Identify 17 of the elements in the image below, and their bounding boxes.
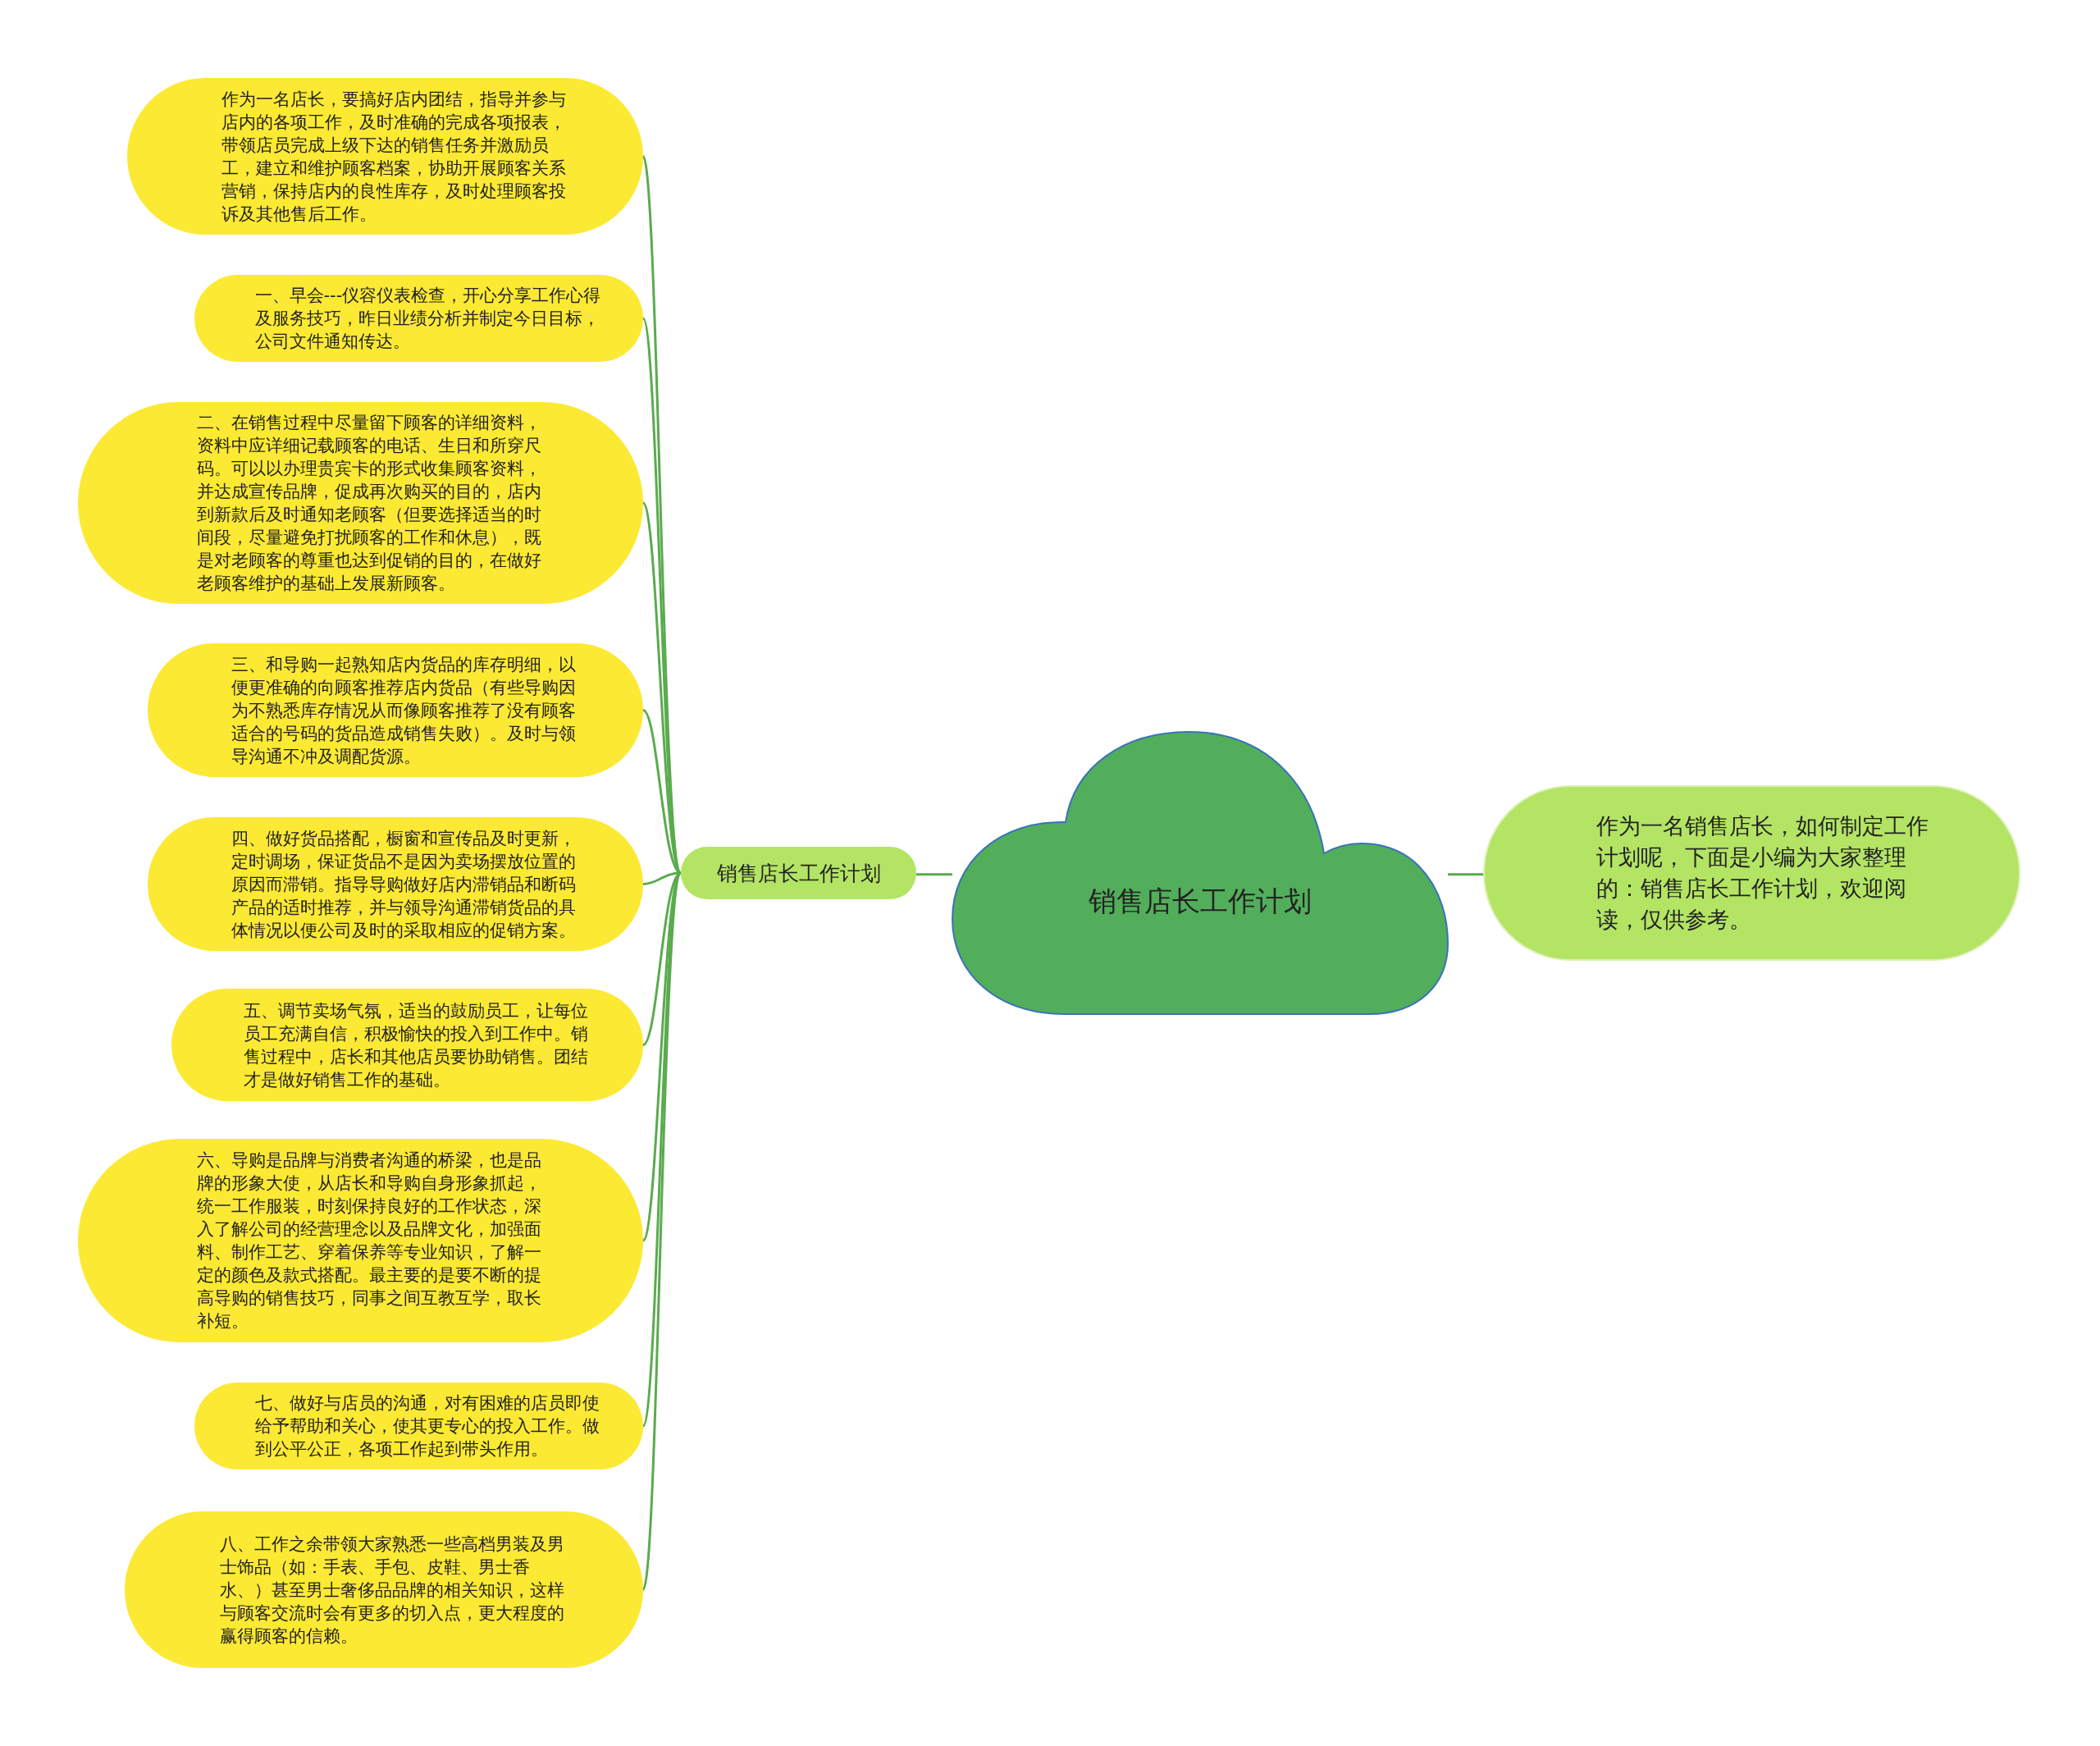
topic-text: 三、和导购一起熟知店内货品的库存明细，以便更准确的向顾客推荐店内货品（有些导购因为不熟悉库存情况从而像顾客推荐了没有顾客适合的号码的货品造成销售失败）。及时与领导沟通不冲及调配货源。 xyxy=(231,653,577,768)
topic-text: 二、在销售过程中尽量留下顾客的详细资料，资料中应详细记载顾客的电话、生日和所穿尺码。可以以办理贵宾卡的形式收集顾客资料，并达成宣传品牌，促成再次购买的目的，店内到新款后及时通知老顾客（但要选择适当的时间段，尽量避免打扰顾客的工作和休息），既是对老顾客的尊重也达到促销的目的，在做好老顾客维护的基础上发展新顾客。 xyxy=(196,412,542,595)
topic-text: 七、做好与店员的沟通，对有困难的店员即使给予帮助和关心，使其更专心的投入工作。做到公平公正，各项工作起到带头作用。 xyxy=(254,1392,600,1460)
topic-text: 五、调节卖场气氛，适当的鼓励员工，让每位员工充满自信，积极愉快的投入到工作中。销售过程中，店长和其他店员要协助销售。团结才是做好销售工作的基础。 xyxy=(243,999,589,1091)
topic-text: 作为一名销售店长，如何制定工作计划呢，下面是小编为大家整理的：销售店长工作计划，欢迎阅读，仅供参考。 xyxy=(1596,812,1929,934)
branch-node xyxy=(681,847,916,899)
topic-text: 四、做好货品搭配，橱窗和宣传品及时更新，定时调场，保证货品不是因为卖场摆放位置的原因而滞销。指导导购做好店内滞销品和断码产品的适时推荐，并与领导沟通滞销货品的具体情况以便公司及时的采取相应的促销方案。 xyxy=(231,827,577,942)
connector-line xyxy=(916,873,952,876)
topic-text: 八、工作之余带领大家熟悉一些高档男装及男士饰品（如：手表、手包、皮鞋、男士香水、）甚至男士奢侈品品牌的相关知识，这样与顾客交流时会有更多的切入点，更大程度的赢得顾客的信赖。 xyxy=(220,1533,565,1648)
central-topic-text: 销售店长工作计划 xyxy=(1089,884,1312,919)
branch-label: 销售店长工作计划 xyxy=(716,860,881,887)
topic-text: 一、早会---仪容仪表检查，开心分享工作心得及服务技巧，昨日业绩分析并制定今日目标，公司文件通知传达。 xyxy=(254,285,602,353)
connector-line xyxy=(1448,873,1483,876)
cloud-node xyxy=(951,730,1449,1016)
connector-line xyxy=(641,872,682,1590)
topic-text: 六、导购是品牌与消费者沟通的桥梁，也是品牌的形象大使，从店长和导购自身形象抓起，统一工作服装，时刻保持良好的工作状态，深入了解公司的经营理念以及品牌文化，加强面料、制作工艺、穿着保养等专业知识，了解一定的颜色及款式搭配。最主要的是要不断的提高导购的销售技巧，同事之间互教互学，取长补短。 xyxy=(196,1150,542,1332)
topic-text: 作为一名店长，要搞好店内团结，指导并参与店内的各项工作，及时准确的完成各项报表，带领店员完成上级下达的销售任务并激励员工，建立和维护顾客档案，协助开展顾客关系营销，保持店内的良性库存，及时处理顾客投诉及其他售后工作。 xyxy=(221,88,567,226)
